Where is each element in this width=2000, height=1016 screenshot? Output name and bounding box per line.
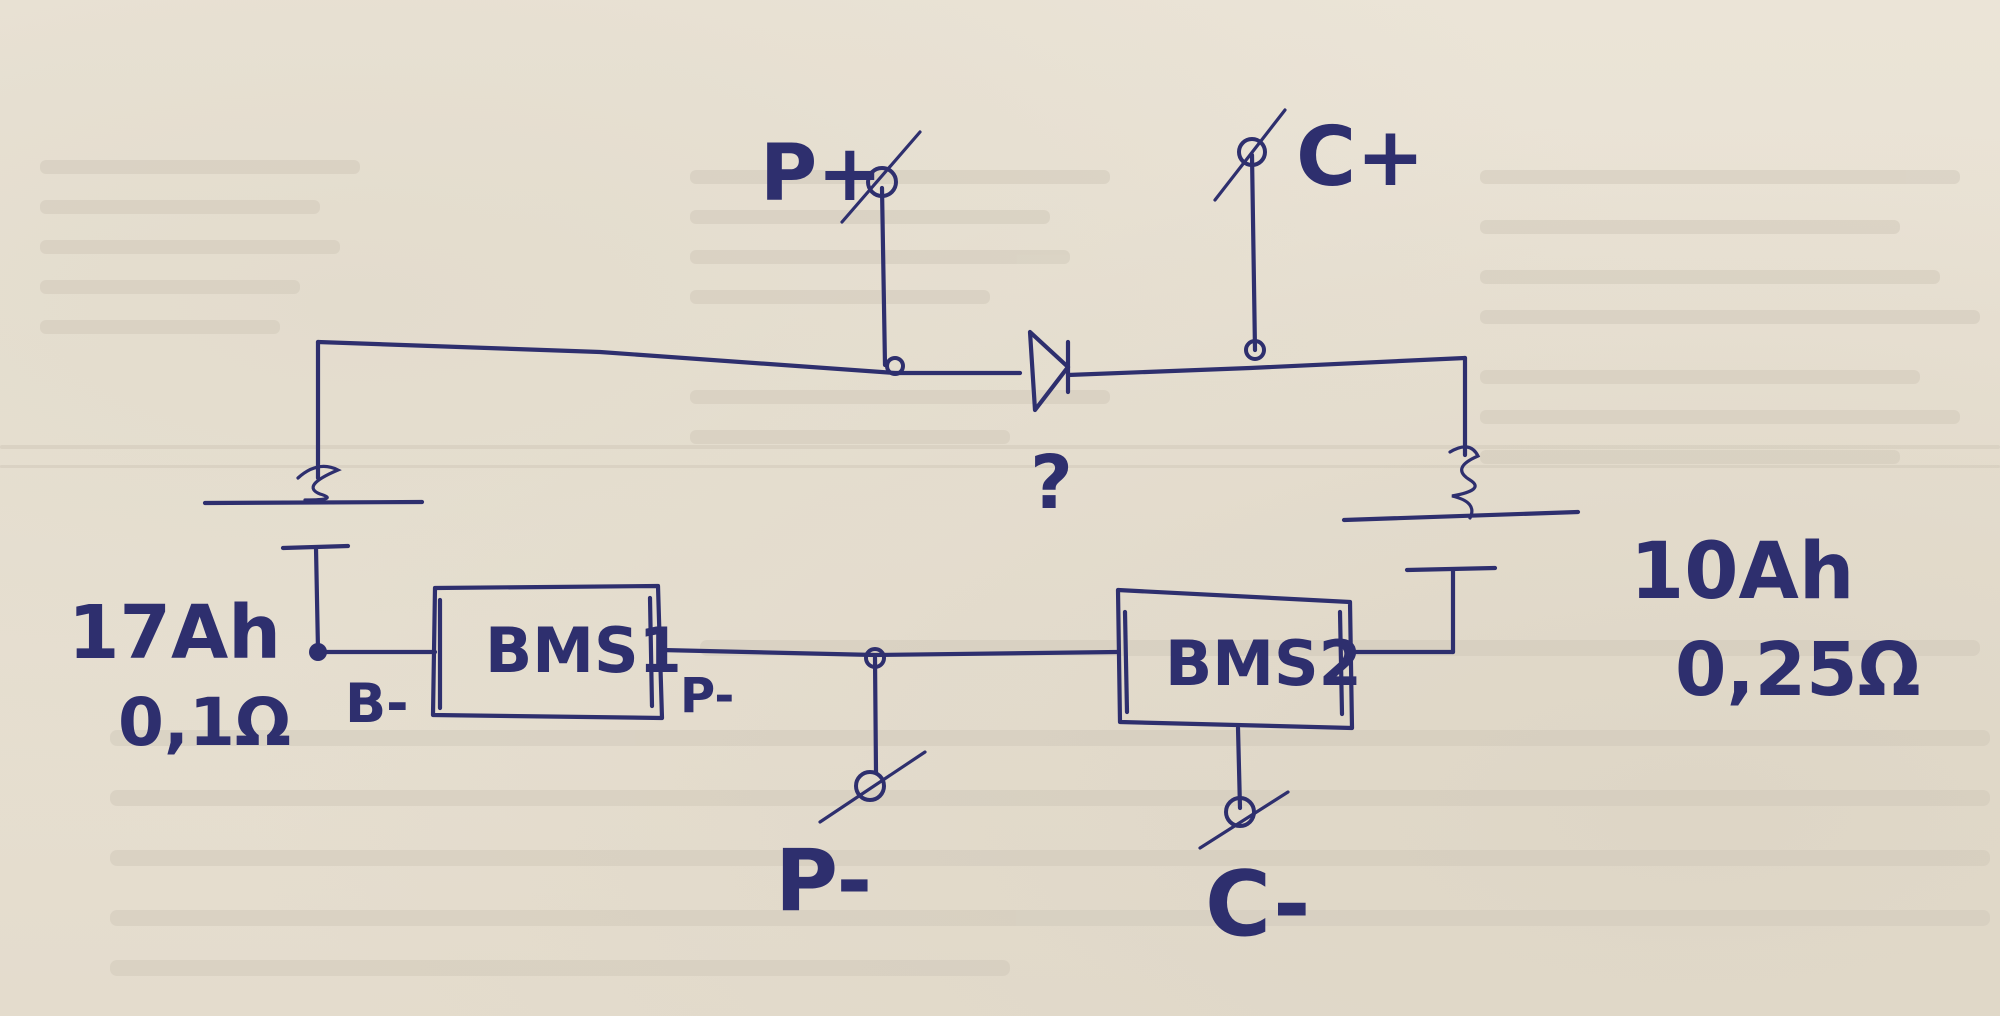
battery1-resistance-label: 0,1Ω [118,684,291,761]
battery2-capacity-label: 10Ah [1630,527,1854,617]
diode-question-label: ? [1030,440,1073,526]
p-plus-label: P+ [760,129,883,219]
junction-c-plus [1244,339,1266,361]
battery1-capacity-label: 17Ah [68,590,281,676]
c-minus-drop-wire [1235,725,1243,811]
diode-symbol [1027,329,1071,413]
battery-2-symbol [1341,445,1581,655]
battery2-resistance-label: 0,25Ω [1675,627,1921,713]
bleed-through-text [0,160,2000,976]
top-wire-left [315,339,1023,376]
c-minus-terminal [1198,790,1290,850]
p-minus-pin-label: P- [680,668,734,724]
p-minus-label: P- [775,831,872,931]
c-plus-terminal [1213,108,1287,202]
bms2-box [1115,587,1355,731]
junction-p-minus [864,647,886,669]
p-minus-terminal [818,750,927,824]
c-plus-drop-wire [1249,152,1258,353]
bms1-box [430,583,665,721]
c-plus-label: C+ [1296,110,1425,205]
top-wire-right [1065,355,1468,378]
p-plus-drop-wire [879,185,888,368]
bms1-to-p-minus-wire [659,647,1121,658]
junction-p-plus [885,356,905,376]
junction-battery1-b-minus [309,643,327,661]
c-minus-label: C- [1205,852,1310,957]
bms1-label: BMS1 [485,614,682,687]
p-plus-terminal [840,130,922,224]
battery-1-symbol [202,464,425,653]
p-minus-drop-wire [872,655,879,775]
bms2-label: BMS2 [1165,627,1362,700]
b-minus-label: B- [345,672,409,735]
